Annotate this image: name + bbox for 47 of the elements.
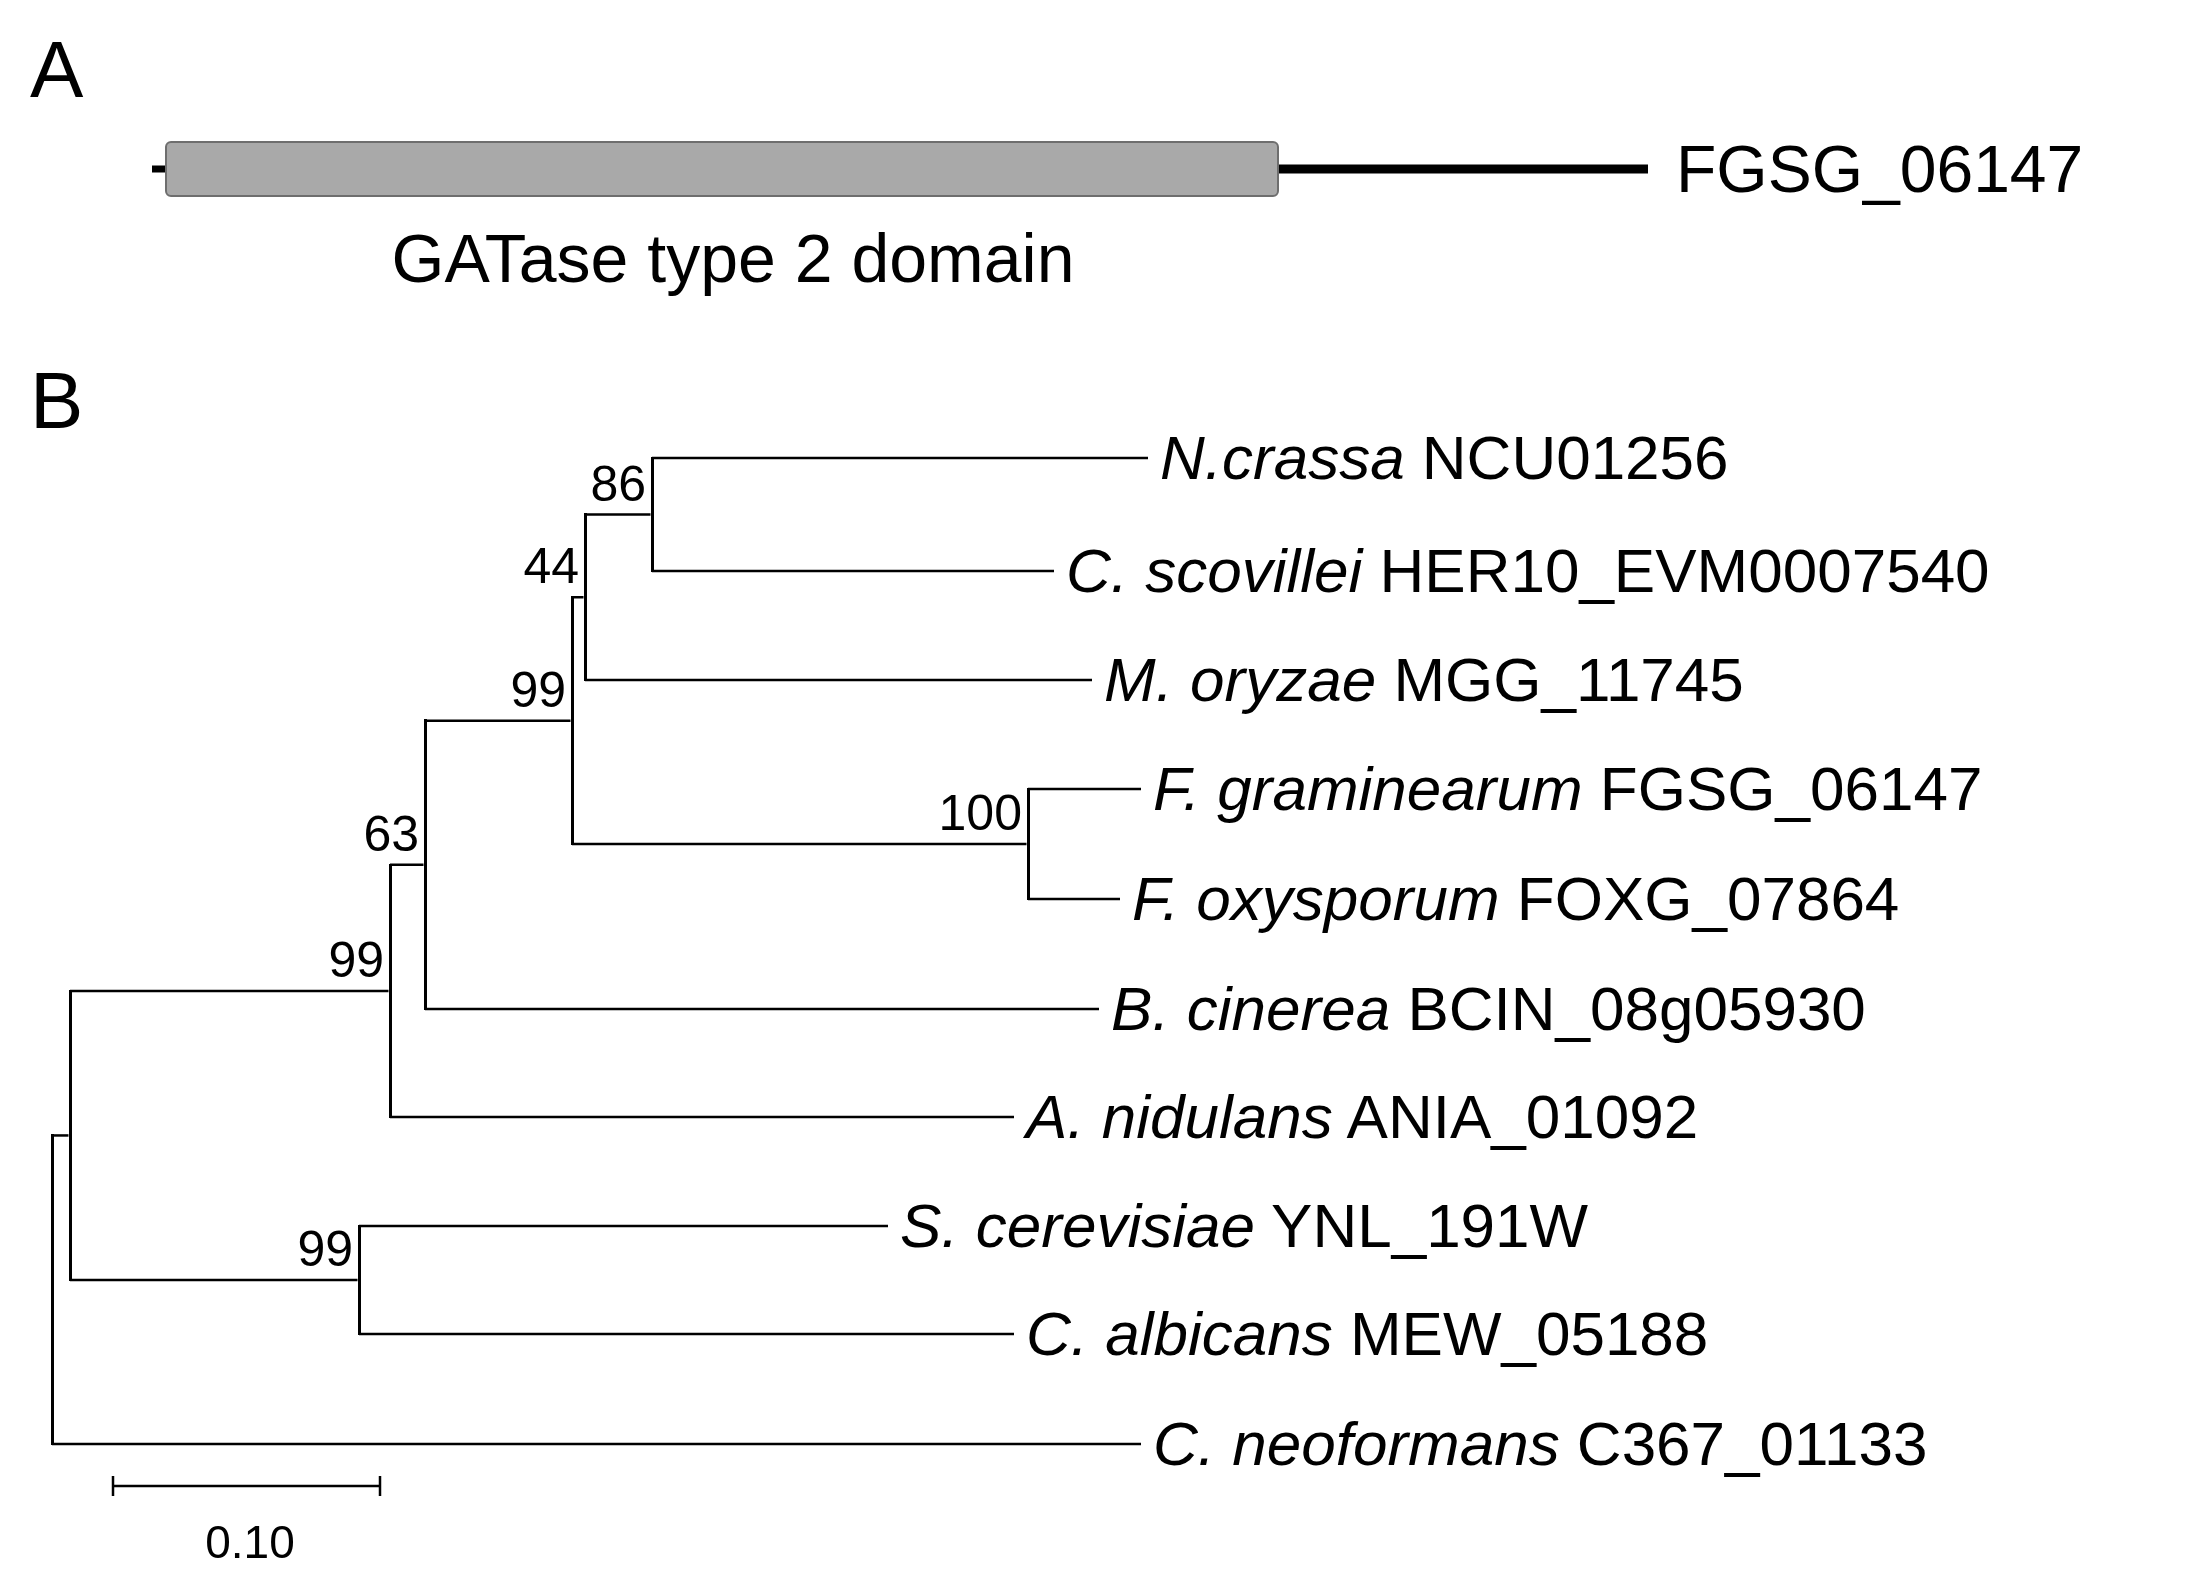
tree-branch	[70, 1278, 358, 1282]
panel-letter: A	[30, 30, 84, 110]
bootstrap-value: 63	[363, 808, 419, 859]
panel-letter: B	[30, 361, 84, 441]
tree-branch	[572, 842, 1027, 846]
bootstrap-value: 86	[590, 458, 646, 509]
tree-branch	[652, 569, 1054, 573]
bootstrap-value: 99	[328, 934, 384, 985]
tree-branch	[1028, 787, 1141, 791]
bootstrap-value: 99	[510, 664, 566, 715]
tree-node-bar	[423, 719, 427, 1011]
tree-node-bar	[68, 989, 72, 1282]
tree-node-bar	[650, 456, 654, 573]
tree-node-bar	[388, 863, 392, 1119]
taxon-label: C. albicans MEW_05188	[1026, 1297, 1709, 1370]
tree-branch	[652, 456, 1148, 460]
bootstrap-value: 44	[523, 541, 579, 592]
tree-node-bar	[570, 596, 574, 846]
tree-branch	[390, 1115, 1014, 1119]
taxon-label: F. graminearum FGSG_06147	[1153, 752, 1983, 825]
tree-branch	[52, 1134, 69, 1137]
scale-bar-label: 0.10	[205, 1519, 295, 1565]
tree-branch	[1028, 897, 1120, 901]
tree-node-bar	[583, 513, 587, 682]
tree-branch	[585, 513, 651, 516]
taxon-label: C. scovillei HER10_EVM0007540	[1066, 534, 1990, 607]
taxon-label: M. oryzae MGG_11745	[1104, 643, 1744, 716]
bootstrap-value: 99	[297, 1224, 353, 1274]
taxon-label: C. neoformans C367_01133	[1153, 1407, 1928, 1480]
tree-branch	[52, 1442, 1141, 1446]
tree-branch	[425, 1007, 1099, 1011]
taxon-label: N.crassa NCU01256	[1160, 421, 1729, 494]
taxon-label: B. cinerea BCIN_08g05930	[1111, 972, 1866, 1045]
tree-branch	[390, 863, 424, 867]
tree-branch	[425, 719, 571, 722]
tree-branch	[585, 678, 1092, 682]
tree-branch	[359, 1332, 1014, 1336]
tree-node-bar	[50, 1134, 54, 1446]
protein-domain-bar	[165, 141, 1279, 197]
tree-node-bar	[1026, 787, 1030, 901]
tree-branch	[359, 1224, 888, 1228]
tree-branch	[70, 989, 389, 993]
bootstrap-value: 100	[938, 788, 1022, 838]
tree-node-bar	[357, 1224, 361, 1336]
taxon-label: S. cerevisiae YNL_191W	[900, 1189, 1589, 1262]
taxon-label: F. oxysporum FOXG_07864	[1132, 862, 1900, 935]
tree-branch	[572, 596, 584, 599]
